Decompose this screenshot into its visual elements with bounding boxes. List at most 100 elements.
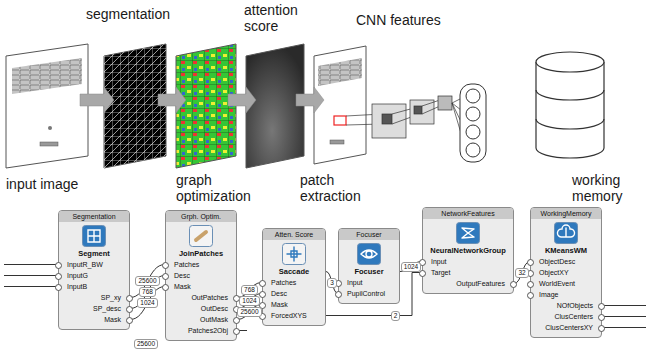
port-row: WorldEvent: [531, 278, 601, 289]
node-icon: [456, 222, 480, 244]
wire-size-tag: 25600: [134, 339, 158, 349]
data-wire: [130, 265, 165, 298]
port-row: Desc: [166, 270, 236, 281]
port-label: Desc: [271, 290, 287, 297]
port-row: Target: [423, 267, 513, 278]
port-label: Desc: [174, 272, 190, 279]
node-block: NetworkFeaturesNeuralNetworkGroupInputTa…: [422, 207, 514, 294]
port-row: Input: [423, 256, 513, 267]
port-dot: [527, 292, 534, 299]
port-row: OutputFeatures: [423, 278, 513, 289]
port-label: OutPatches: [191, 294, 228, 301]
port-dot: [527, 281, 534, 288]
port-row: Desc: [263, 288, 325, 299]
node-block: FocuserFocuserInputPupilControl: [338, 228, 400, 304]
stage-label: segmentation: [86, 6, 186, 22]
port-label: OutDesc: [201, 305, 228, 312]
port-row: ClusCenters: [531, 311, 601, 322]
port-row: ObjectXY: [531, 267, 601, 278]
block-arrows: [80, 87, 324, 113]
port-dot: [126, 317, 133, 324]
port-label: ObjectXY: [539, 269, 569, 276]
port-row: Input: [339, 277, 399, 288]
stage-label: graph optimization: [176, 172, 264, 204]
port-dot: [55, 262, 62, 269]
port-dot: [55, 284, 62, 291]
port-dot: [126, 295, 133, 302]
port-label: SP_desc: [93, 305, 121, 312]
node-name: Focuser: [339, 266, 399, 277]
node-name: KMeansWM: [531, 245, 601, 256]
port-row: Patches: [263, 277, 325, 288]
port-dot: [510, 281, 517, 288]
port-row: SP_xy: [59, 292, 129, 303]
port-row: Mask: [166, 281, 236, 292]
port-row: NOfObjects: [531, 300, 601, 311]
port-row: PupilControl: [339, 288, 399, 299]
wire-stub: [602, 327, 646, 328]
port-dot: [126, 306, 133, 313]
data-wire: [130, 276, 165, 309]
port-label: ClusCenters: [554, 313, 593, 320]
port-dot: [598, 325, 605, 332]
port-label: InputR_BW: [67, 261, 103, 268]
data-wire: [400, 262, 422, 272]
port-label: SP_xy: [101, 294, 121, 301]
port-dot: [233, 317, 240, 324]
stage-label: input image: [6, 176, 106, 192]
port-row: OutMask: [166, 314, 236, 325]
node-header: NetworkFeatures: [423, 208, 513, 219]
port-label: Patches: [271, 279, 296, 286]
wire-size-tag: 1024: [401, 262, 421, 272]
graph-panel: [176, 44, 236, 168]
stage-label: working memory: [572, 172, 642, 204]
port-row: InputG: [59, 270, 129, 281]
port-label: InputG: [67, 272, 88, 279]
port-label: Input: [347, 279, 363, 286]
port-row: Patches: [166, 259, 236, 270]
port-label: InputB: [67, 283, 87, 290]
wire-stub: [602, 305, 646, 306]
port-label: ForcedXYS: [271, 312, 307, 319]
port-dot: [162, 273, 169, 280]
wire-size-tag: 1024: [239, 296, 259, 306]
wire-size-tag: 25600: [135, 276, 159, 286]
port-row: Image: [531, 289, 601, 300]
node-header: Grph. Optim.: [166, 211, 236, 222]
port-dot: [259, 291, 266, 298]
port-dot: [335, 291, 342, 298]
port-dot: [233, 328, 240, 335]
input-image-panel: [6, 44, 88, 168]
node-header: Focuser: [339, 229, 399, 240]
port-row: ClusCentersXY: [531, 322, 601, 333]
port-label: OutMask: [200, 316, 228, 323]
database-cylinder: [536, 52, 604, 158]
port-dot: [162, 284, 169, 291]
port-dot: [598, 303, 605, 310]
stage-label: CNN features: [356, 12, 476, 28]
node-icon: [282, 243, 306, 265]
stage-label: attention score: [244, 2, 314, 34]
wire-size-tag: 25600: [237, 307, 261, 317]
port-label: Patches2Obj: [188, 327, 228, 334]
segmentation-panel: [104, 44, 166, 168]
port-row: Patches2Obj: [166, 325, 236, 336]
node-block: Grph. Optim.JoinPatchesPatchesDescMaskOu…: [165, 210, 237, 341]
node-name: NeuralNetworkGroup: [423, 245, 513, 256]
wire-size-tag: 768: [139, 287, 156, 297]
wire-size-tag: 2: [391, 311, 401, 321]
wire-stub: [4, 275, 58, 276]
port-label: ClusCentersXY: [545, 324, 593, 331]
port-label: OutputFeatures: [456, 280, 505, 287]
node-header: Segmentation: [59, 211, 129, 222]
port-label: Image: [539, 291, 558, 298]
wire-size-tag: 32: [515, 268, 528, 278]
port-label: Input: [431, 258, 447, 265]
node-name: JoinPatches: [166, 248, 236, 259]
port-row: ForcedXYS: [263, 310, 325, 321]
port-row: Mask: [59, 314, 129, 325]
port-row: InputR_BW: [59, 259, 129, 270]
port-dot: [598, 314, 605, 321]
port-label: Mask: [174, 283, 191, 290]
node-block: Atten. ScoreSaccadePatchesDescMaskForced…: [262, 228, 326, 326]
